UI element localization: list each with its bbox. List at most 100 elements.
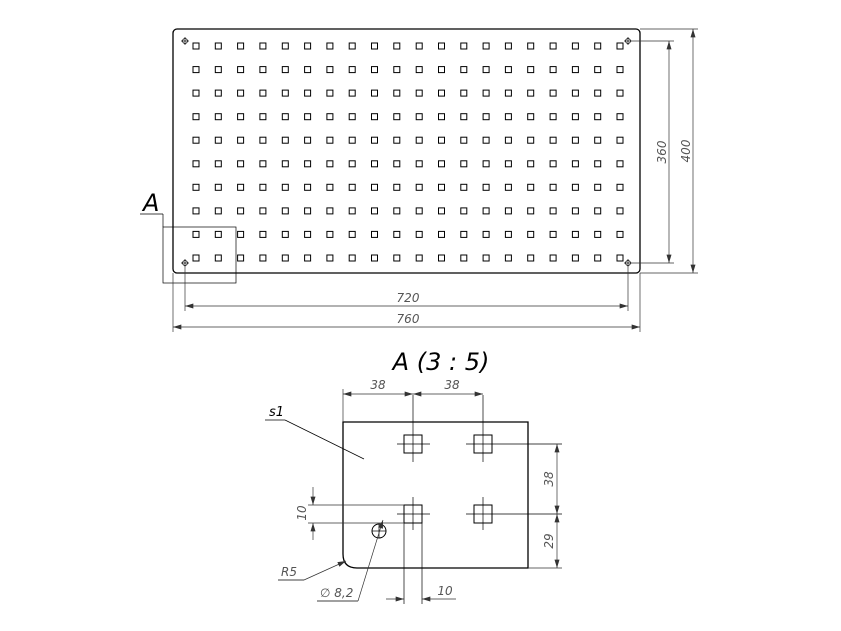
plate-square-hole xyxy=(504,254,512,262)
plate-square-hole xyxy=(393,254,401,262)
plate-square-hole xyxy=(504,230,512,238)
plate-square-hole xyxy=(348,160,356,168)
plate-square-hole xyxy=(304,183,312,191)
plate-square-hole xyxy=(482,160,490,168)
plate-square-hole xyxy=(460,42,468,50)
plate-square-hole xyxy=(371,183,378,191)
plate-square-hole xyxy=(616,136,624,144)
plate-square-hole xyxy=(214,42,222,50)
plate-square-hole xyxy=(527,136,535,144)
plate-square-hole xyxy=(304,230,312,238)
plate-square-hole xyxy=(415,113,423,121)
plate-square-hole xyxy=(549,207,557,215)
plate-square-hole xyxy=(237,230,245,238)
plate-square-hole xyxy=(348,113,356,121)
plate-square-hole xyxy=(192,254,200,262)
plate-square-hole xyxy=(527,183,535,191)
plate-square-hole xyxy=(259,42,267,50)
plate-square-hole xyxy=(237,254,245,262)
plate-square-hole xyxy=(348,89,356,97)
corner-mount-hole xyxy=(624,259,632,267)
dim-offset-x: 10 xyxy=(437,584,453,598)
plate-square-hole xyxy=(259,254,267,262)
plate-square-hole xyxy=(237,207,245,215)
plate-square-hole xyxy=(594,136,602,144)
plate-square-hole xyxy=(571,183,579,191)
plate-square-hole xyxy=(482,42,490,50)
plate-square-hole xyxy=(415,183,423,191)
plate-square-hole xyxy=(527,89,535,97)
plate-square-hole xyxy=(214,136,222,144)
plate-square-hole xyxy=(549,89,557,97)
plate-square-hole xyxy=(482,230,490,238)
dim-offset-y: 10 xyxy=(295,505,309,521)
plate-square-hole xyxy=(571,136,579,144)
plate-square-hole xyxy=(259,89,267,97)
plate-square-hole xyxy=(326,136,334,144)
plate-square-hole xyxy=(214,66,222,74)
plate-square-hole xyxy=(371,207,378,215)
dim-hole-span-width: 720 xyxy=(397,291,420,305)
detail-a-marker: A xyxy=(141,189,159,217)
plate-square-hole xyxy=(214,230,222,238)
plate-square-hole xyxy=(571,66,579,74)
plate-square-hole xyxy=(348,254,356,262)
corner-mount-hole xyxy=(624,37,632,45)
plate-square-hole xyxy=(371,66,378,74)
plate-square-hole xyxy=(482,113,490,121)
plate-square-hole xyxy=(192,183,200,191)
plate-square-hole xyxy=(281,207,289,215)
plate-square-hole xyxy=(616,89,624,97)
plate-square-hole xyxy=(415,207,423,215)
plate-square-hole xyxy=(304,66,312,74)
plate-square-hole xyxy=(415,230,423,238)
plate-square-hole xyxy=(326,89,334,97)
plate-square-hole xyxy=(482,136,490,144)
dim-overall-height: 400 xyxy=(679,139,693,162)
plate-square-hole xyxy=(192,207,200,215)
plate-square-hole xyxy=(192,160,200,168)
detail-a-frame xyxy=(162,226,237,284)
plate-square-hole xyxy=(371,89,378,97)
plate-square-hole xyxy=(549,254,557,262)
plate-square-hole xyxy=(594,89,602,97)
part-label-leader xyxy=(284,419,365,460)
dim-pitch-y: 38 xyxy=(542,471,556,487)
diameter-leader xyxy=(357,519,384,602)
plate-square-hole xyxy=(504,160,512,168)
plate-square-hole xyxy=(460,66,468,74)
plate-square-hole xyxy=(304,113,312,121)
plate-square-hole xyxy=(504,66,512,74)
plate-square-hole xyxy=(527,254,535,262)
plate-square-hole xyxy=(237,160,245,168)
detail-square-hole xyxy=(397,497,430,604)
plate-square-hole xyxy=(326,160,334,168)
plate-square-hole xyxy=(393,66,401,74)
plate-square-hole xyxy=(571,42,579,50)
radius-label: R5 xyxy=(281,565,297,579)
plate-square-hole xyxy=(527,113,535,121)
detail-round-hole xyxy=(371,523,387,539)
corner-mount-hole xyxy=(181,37,189,45)
plate-square-hole xyxy=(214,254,222,262)
plate-square-hole xyxy=(504,113,512,121)
plate-square-hole xyxy=(616,66,624,74)
plate-square-hole xyxy=(594,160,602,168)
plate-square-hole xyxy=(259,66,267,74)
plate-square-hole xyxy=(571,230,579,238)
plate-square-hole xyxy=(594,113,602,121)
plate-square-hole xyxy=(214,207,222,215)
plate-hole-grid xyxy=(192,42,624,262)
plate-square-hole xyxy=(371,113,378,121)
plate-square-hole xyxy=(549,66,557,74)
plate-square-hole xyxy=(616,42,624,50)
plate-outline xyxy=(172,28,641,274)
diameter-label: ∅ 8,2 xyxy=(320,586,353,600)
plate-square-hole xyxy=(527,207,535,215)
plate-square-hole xyxy=(482,183,490,191)
plate-square-hole xyxy=(214,160,222,168)
plate-square-hole xyxy=(438,230,445,238)
plate-square-hole xyxy=(348,136,356,144)
plate-square-hole xyxy=(616,230,624,238)
plate-square-hole xyxy=(571,207,579,215)
